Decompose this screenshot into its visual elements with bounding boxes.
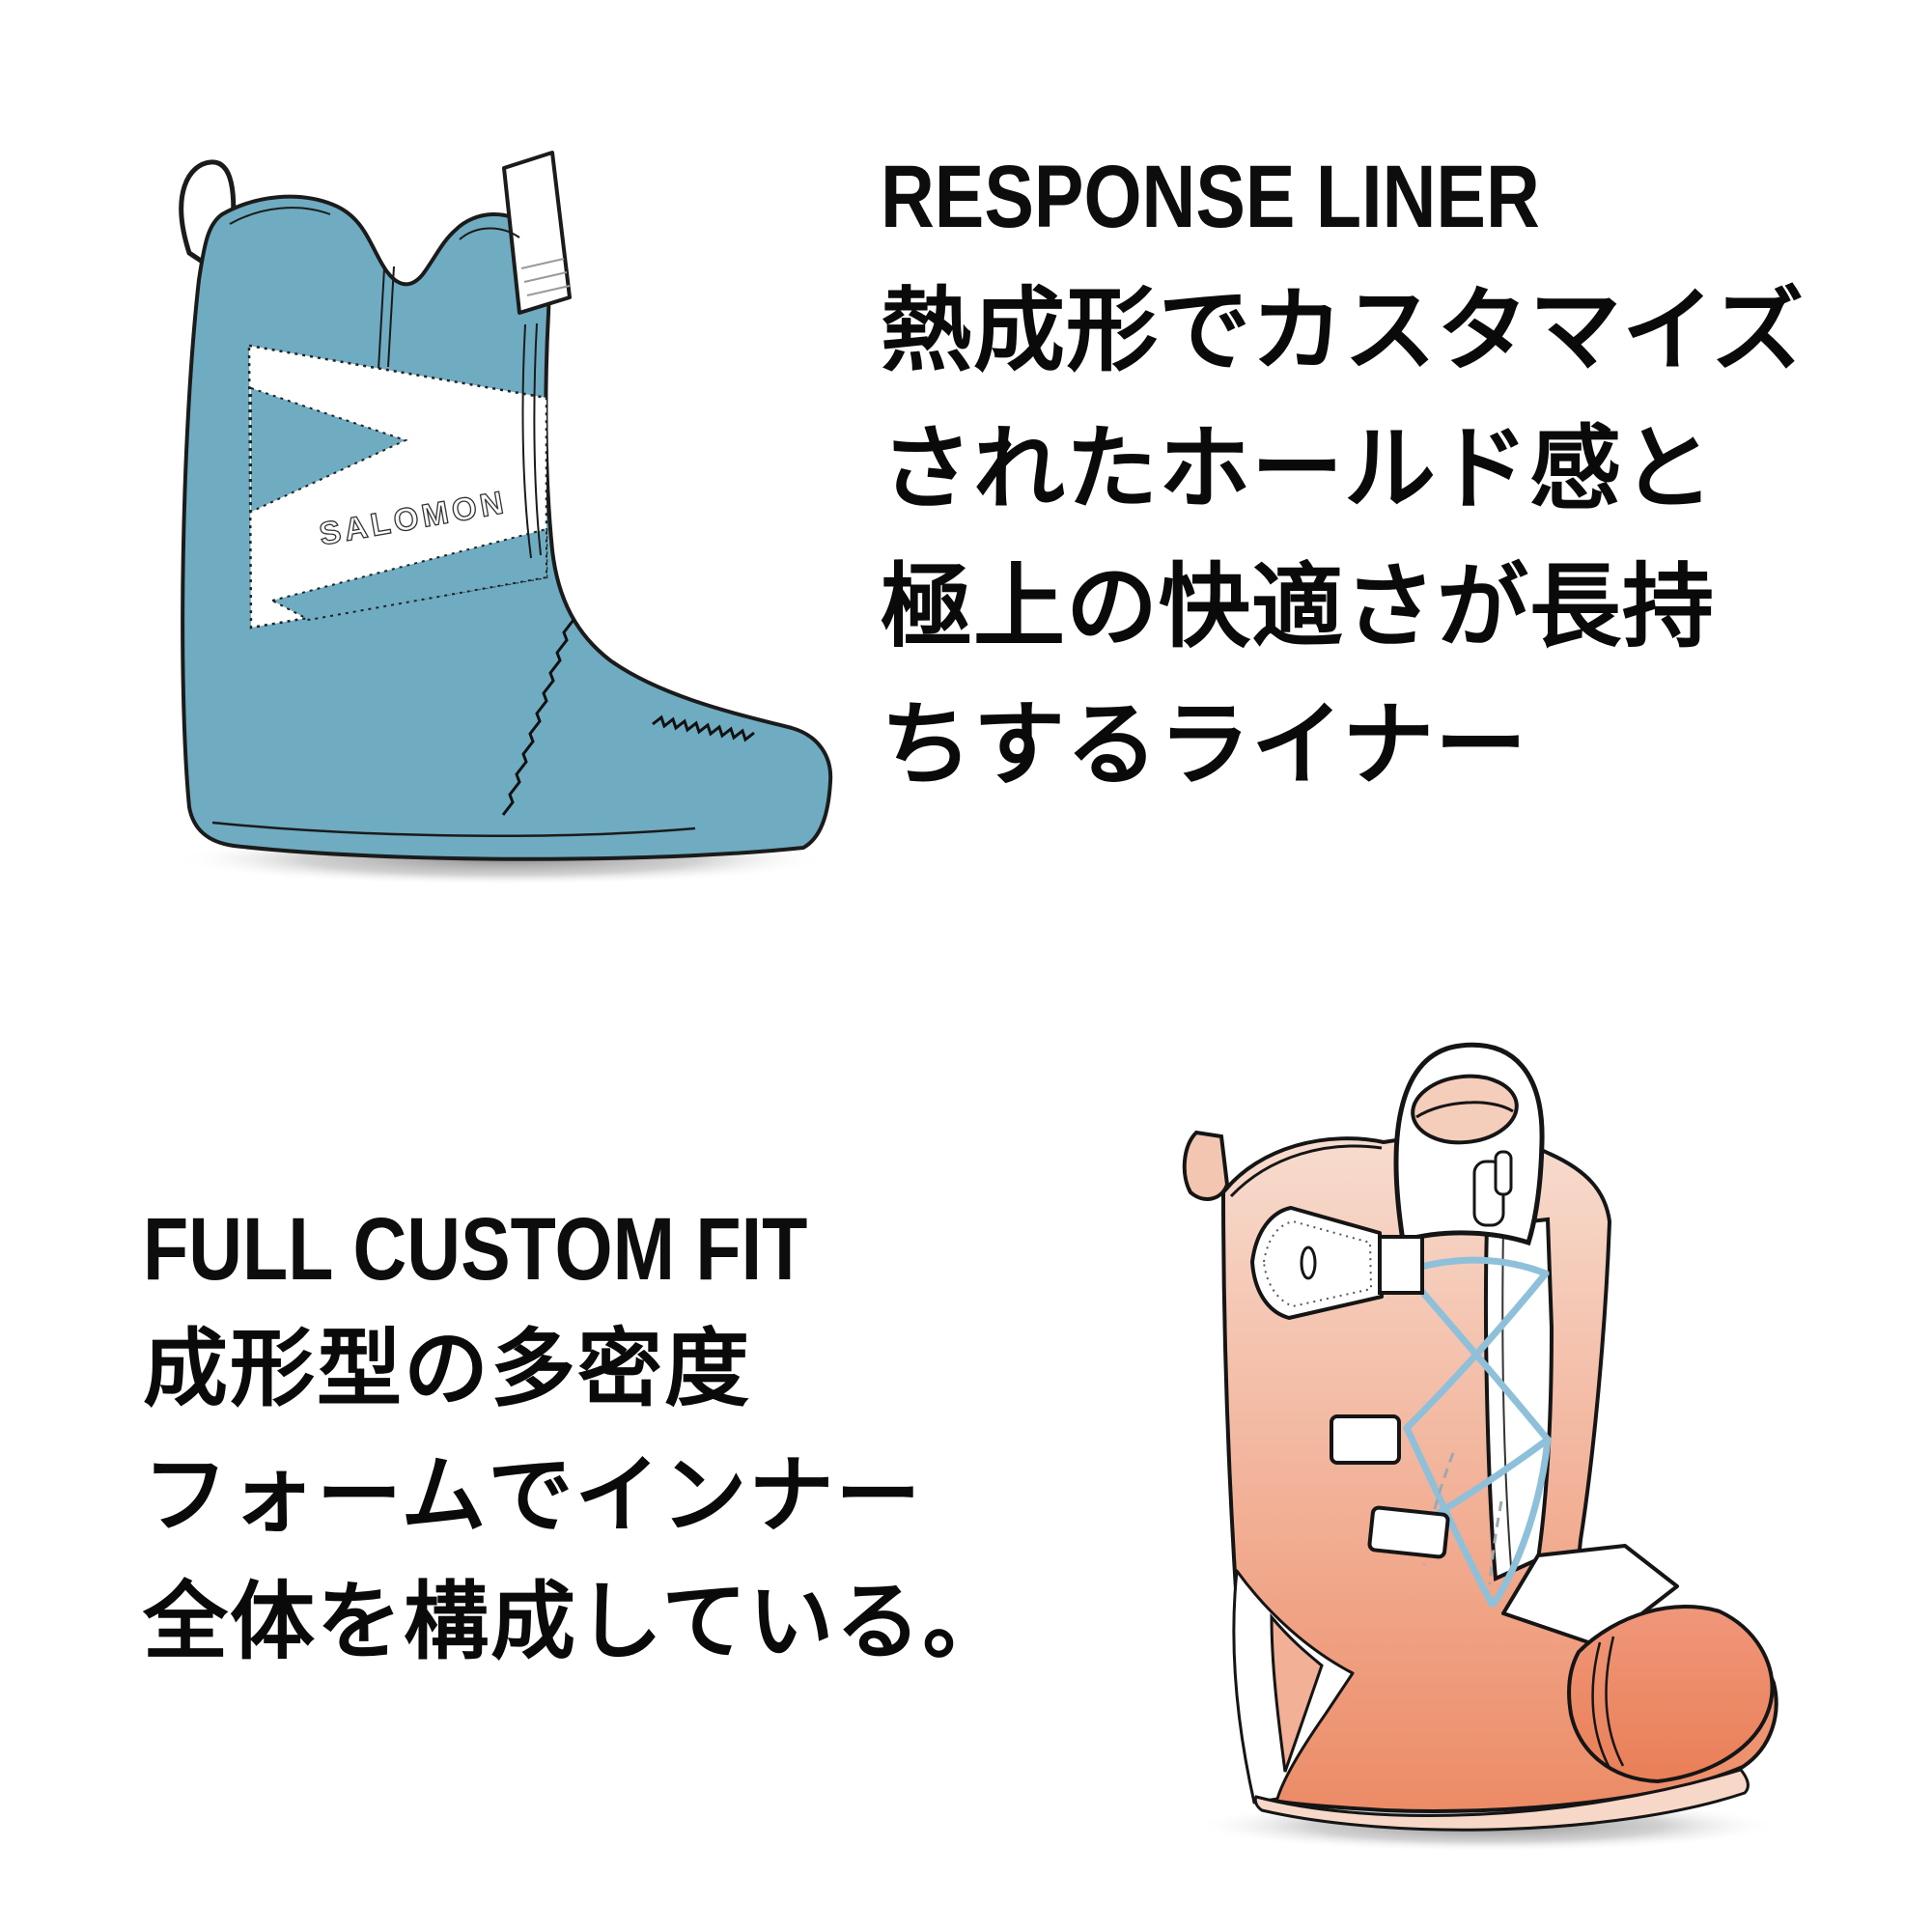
cuff-inner-line bbox=[1229, 1144, 1383, 1198]
collar-trim bbox=[229, 207, 520, 240]
logo-band-wedge-bottom bbox=[269, 527, 547, 622]
tongue-seam bbox=[378, 266, 395, 370]
response-liner-line-2: されたホールド感と bbox=[881, 416, 1716, 522]
mid-strap bbox=[1330, 1414, 1401, 1465]
instep-band bbox=[1501, 1544, 1679, 1648]
handle-hole bbox=[1411, 1074, 1519, 1145]
response-liner-line-1: 熱成形でカスタマイズ bbox=[881, 278, 1806, 384]
sole-rim bbox=[1253, 1768, 1750, 1832]
full-custom-fit-line-3: 全体を構成している。 bbox=[143, 1572, 1010, 1671]
handle-fold-line bbox=[1415, 1101, 1514, 1119]
full-custom-fit-line-1: 成形型の多密度 bbox=[143, 1319, 752, 1418]
logo-band-wedge-left bbox=[250, 386, 408, 514]
pull-handle bbox=[1393, 1042, 1545, 1246]
toe-stitch-zigzag bbox=[652, 714, 755, 742]
heel-panel-wedge bbox=[1270, 1612, 1324, 1773]
lower-strap bbox=[1367, 1505, 1450, 1559]
top-strap bbox=[502, 151, 572, 315]
response-liner-line-3: 極上の快適さが長持 bbox=[881, 554, 1716, 660]
blue-liner-illustration: SALOMON bbox=[174, 151, 833, 885]
response-liner-heading: RESPONSE LINER bbox=[881, 148, 1540, 246]
ankle-stitch-zigzag bbox=[501, 619, 575, 816]
full-custom-fit-paragraph: 成形型の多密度 フォームでインナー 全体を構成している。 bbox=[143, 1305, 1009, 1685]
toe-cap bbox=[1567, 1605, 1775, 1784]
front-strip-seam bbox=[1501, 1226, 1512, 1568]
shaft-seam bbox=[521, 322, 542, 559]
orange-liner-illustration bbox=[1182, 1042, 1781, 1852]
back-cuff-tab bbox=[1182, 1130, 1230, 1201]
wing-strap bbox=[1250, 1206, 1424, 1320]
strap-hatch bbox=[520, 258, 571, 296]
full-custom-fit-line-2: フォームでインナー bbox=[143, 1445, 923, 1545]
response-liner-line-4: ちするライナー bbox=[881, 692, 1528, 798]
response-liner-paragraph: 熱成形でカスタマイズ されたホールド感と 極上の快適さが長持 ちするライナー bbox=[881, 263, 1805, 815]
toe-cap-seam bbox=[1591, 1636, 1625, 1769]
lace-toggle-small bbox=[1494, 1150, 1513, 1196]
full-custom-fit-heading: FULL CUSTOM FIT bbox=[143, 1200, 808, 1299]
sole-seam bbox=[211, 821, 696, 837]
